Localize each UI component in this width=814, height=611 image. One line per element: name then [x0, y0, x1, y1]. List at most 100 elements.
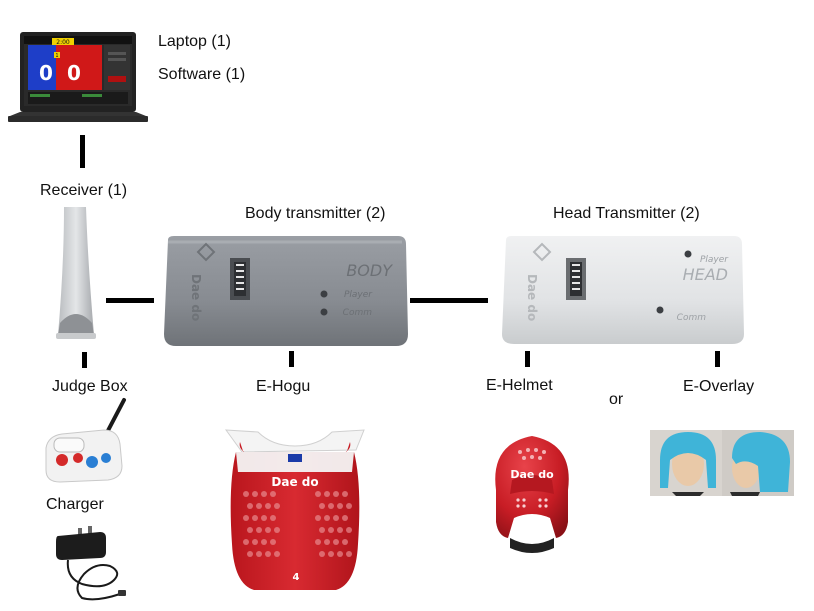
hogu-dot — [261, 515, 267, 521]
hogu-dot — [324, 491, 330, 497]
charger-illustration — [56, 526, 126, 601]
laptop-score-right: 0 — [67, 61, 81, 85]
hogu-dot — [315, 515, 321, 521]
receiver-illustration — [56, 207, 96, 339]
laptop-illustration: 2:00 1 0 0 — [8, 32, 148, 122]
body-device-comm: Comm — [343, 308, 373, 318]
hogu-dot — [324, 539, 330, 545]
hogu-dot — [265, 503, 271, 509]
laptop-label: Laptop (1) — [158, 33, 231, 50]
hogu-dot — [256, 503, 262, 509]
hogu-dot — [342, 515, 348, 521]
hogu-dot — [328, 527, 334, 533]
hogu-dot — [319, 551, 325, 557]
head-device-brand: Dae do — [525, 274, 539, 321]
judge-box-red-button — [56, 454, 68, 466]
receiver-label: Receiver (1) — [40, 182, 128, 199]
judge-box — [40, 396, 130, 484]
hogu-dot — [265, 527, 271, 533]
connector-body-hogu — [289, 351, 294, 367]
hogu-dot — [270, 515, 276, 521]
hogu-dot — [337, 503, 343, 509]
hogu-dot — [337, 527, 343, 533]
body-device-player: Player — [344, 290, 373, 300]
laptop-round: 1 — [55, 53, 58, 59]
judge-box-illustration — [45, 398, 126, 483]
hogu-dot — [261, 539, 267, 545]
connector-receiver-judgebox — [82, 352, 87, 368]
hogu-dot — [243, 539, 249, 545]
laptop: 2:00 1 0 0 — [8, 30, 148, 126]
hogu-dot — [247, 551, 253, 557]
e-overlay — [650, 430, 794, 496]
hogu-dot — [342, 539, 348, 545]
e-overlay-head-front — [660, 432, 716, 496]
e-hogu-illustration: Dae do 4 — [224, 429, 365, 590]
e-helmet-brand: Dae do — [510, 468, 554, 481]
or-label: or — [609, 391, 624, 408]
hogu-dot — [261, 491, 267, 497]
laptop-score-left: 0 — [39, 61, 53, 85]
hogu-dot — [319, 527, 325, 533]
charger-label: Charger — [46, 496, 104, 513]
hogu-dot — [333, 539, 339, 545]
e-overlay-label: E-Overlay — [683, 378, 755, 395]
head-transmitter-label: Head Transmitter (2) — [553, 205, 700, 222]
e-hogu-number: 4 — [293, 572, 300, 583]
hogu-dot — [252, 539, 258, 545]
head-device-comm: Comm — [677, 313, 707, 323]
connector-head-helmet — [525, 351, 530, 367]
software-label: Software (1) — [158, 66, 246, 83]
connector-body-head — [410, 298, 488, 303]
hogu-dot — [265, 551, 271, 557]
receiver — [50, 205, 100, 341]
head-device-word: HEAD — [683, 265, 728, 284]
hogu-dot — [274, 551, 280, 557]
hogu-dot — [333, 515, 339, 521]
hogu-dot — [328, 551, 334, 557]
hogu-dot — [243, 491, 249, 497]
hogu-dot — [274, 527, 280, 533]
hogu-dot — [252, 491, 258, 497]
hogu-dot — [315, 539, 321, 545]
connector-head-overlay — [715, 351, 720, 367]
hogu-dot — [270, 491, 276, 497]
e-hogu-label: E-Hogu — [256, 378, 311, 395]
hogu-dot — [315, 491, 321, 497]
body-transmitter-label: Body transmitter (2) — [245, 205, 386, 222]
hogu-dot — [346, 527, 352, 533]
hogu-dot — [319, 503, 325, 509]
body-device-word: BODY — [346, 261, 393, 280]
e-helmet-label: E-Helmet — [486, 377, 553, 394]
e-helmet: Dae do — [484, 430, 580, 558]
hogu-dot — [333, 491, 339, 497]
body-device-brand: Dae do — [189, 274, 203, 321]
hogu-dot — [274, 503, 280, 509]
hogu-dot — [247, 503, 253, 509]
hogu-dot — [328, 503, 334, 509]
hogu-dot — [247, 527, 253, 533]
connector-laptop-receiver — [80, 135, 85, 168]
head-transmitter: Player HEAD Comm Dae do — [500, 234, 746, 348]
hogu-dot — [342, 491, 348, 497]
laptop-screen-blue-panel — [28, 45, 56, 90]
e-hogu: Dae do 4 — [218, 424, 372, 594]
connector-receiver-body — [106, 298, 154, 303]
hogu-dot — [256, 551, 262, 557]
body-transmitter: BODY Player Comm Dae do — [162, 234, 410, 350]
hogu-dot — [270, 539, 276, 545]
laptop-screen-red-panel — [56, 45, 102, 90]
hogu-dot — [324, 515, 330, 521]
e-helmet-illustration: Dae do — [495, 436, 569, 553]
hogu-dot — [337, 551, 343, 557]
charger — [44, 518, 130, 602]
laptop-timer: 2:00 — [56, 39, 70, 46]
hogu-dot — [346, 551, 352, 557]
body-transmitter-illustration: BODY Player Comm Dae do — [164, 236, 408, 346]
body-device-logo-icon — [196, 242, 216, 262]
judge-box-label: Judge Box — [52, 378, 128, 395]
hogu-dot — [256, 527, 262, 533]
e-hogu-brand: Dae do — [271, 475, 318, 489]
head-device-logo-icon — [532, 242, 552, 262]
judge-box-blue-button — [86, 456, 98, 468]
